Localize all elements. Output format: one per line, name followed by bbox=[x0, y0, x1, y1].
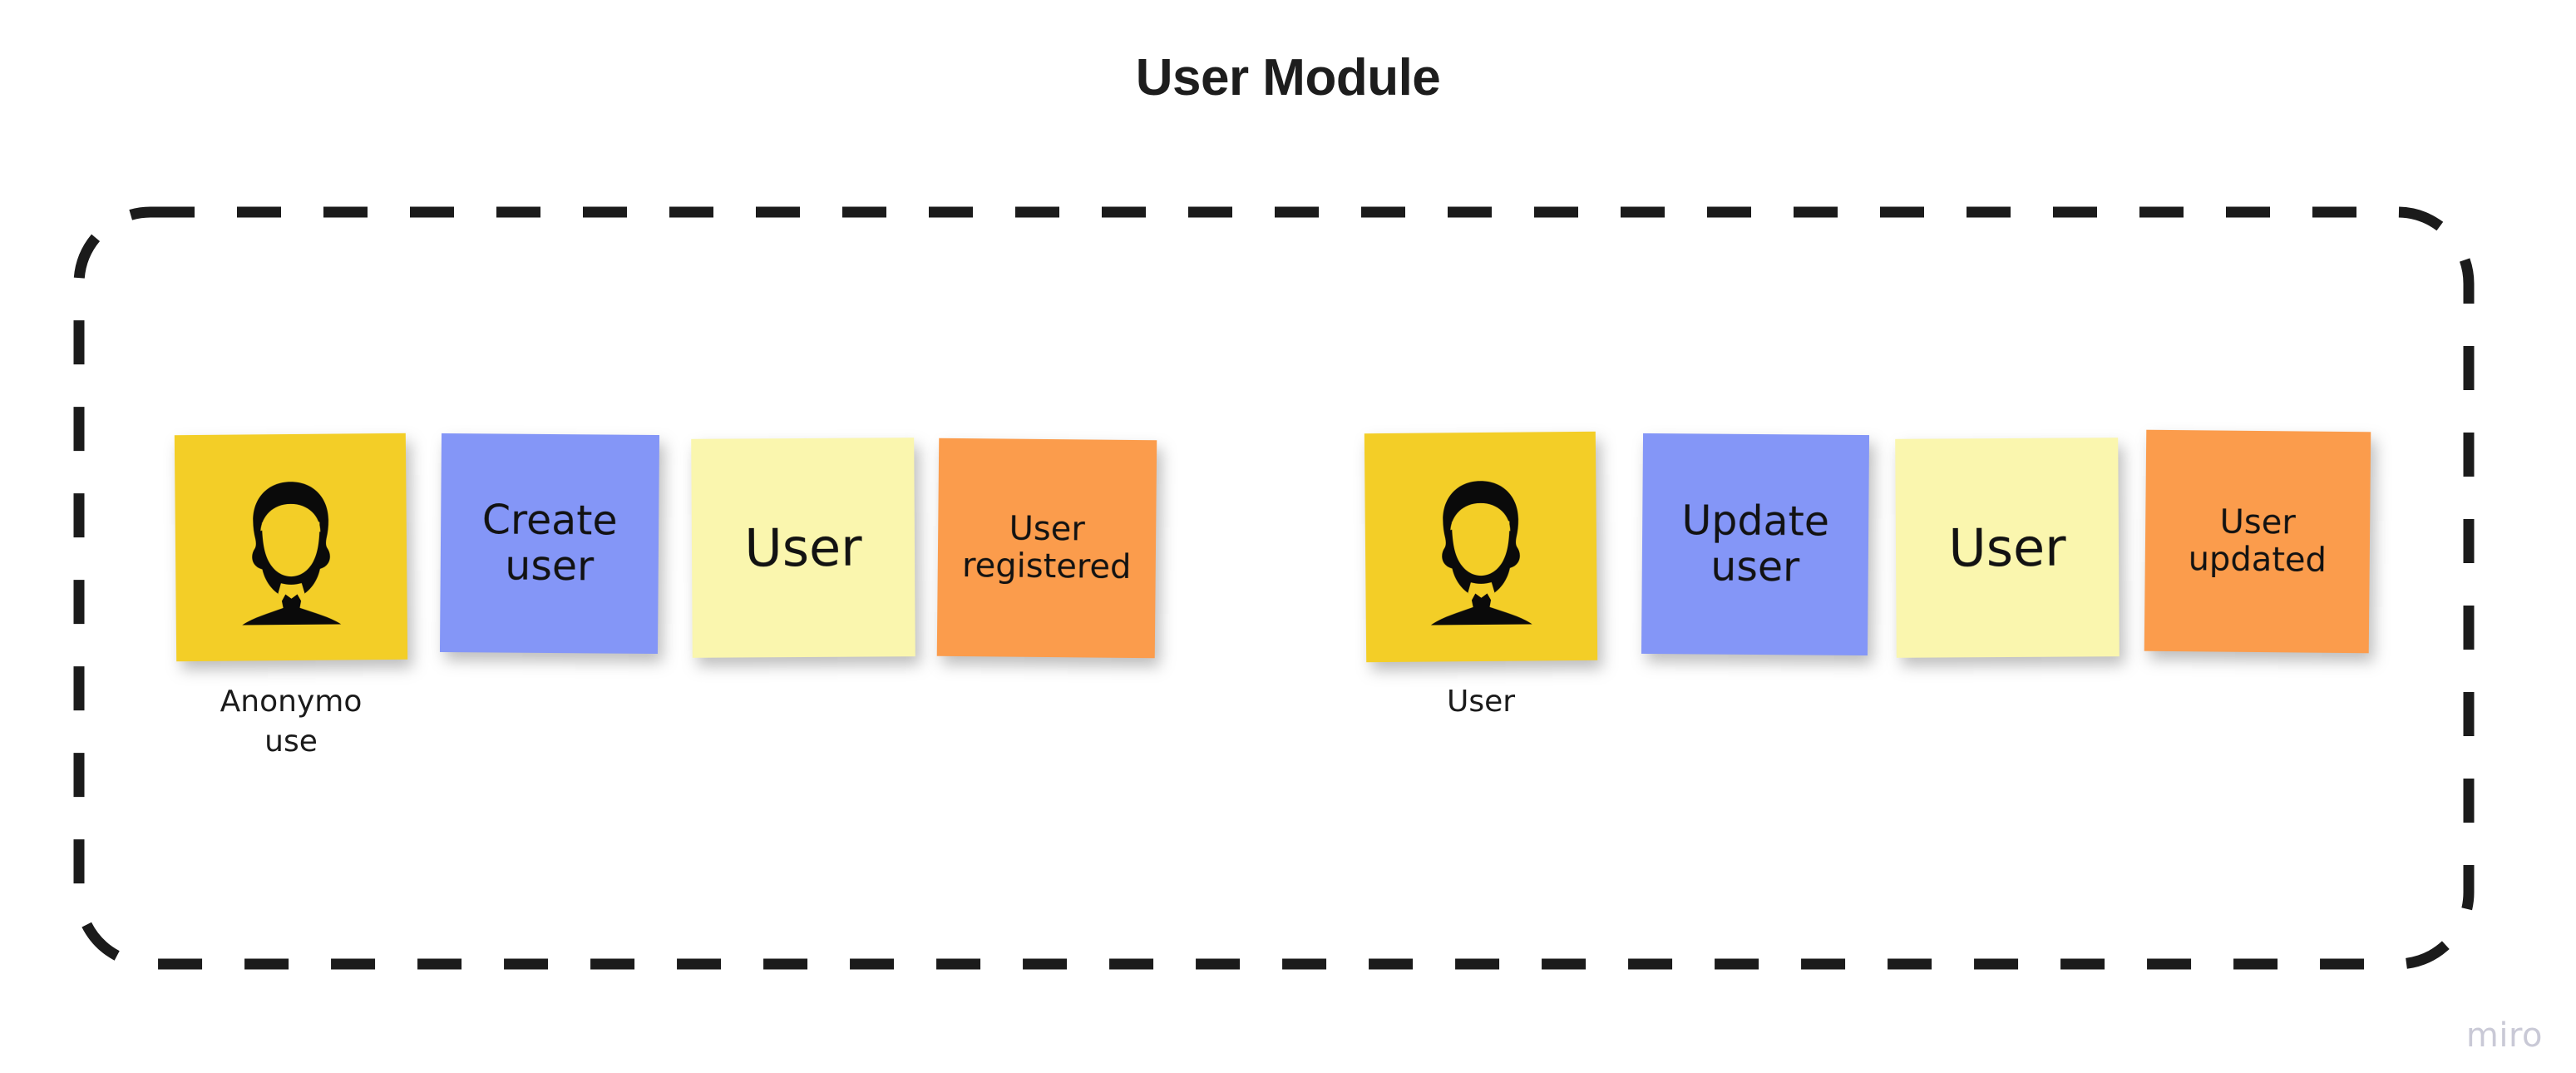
event-sticky-user-registered[interactable]: User registered bbox=[936, 438, 1157, 659]
actor-caption-user: User bbox=[1446, 685, 1516, 719]
actor-sticky-user[interactable] bbox=[1364, 431, 1598, 663]
aggregate-sticky-user-1[interactable]: User bbox=[691, 438, 915, 658]
command-sticky-update-user[interactable]: Update user bbox=[1641, 433, 1870, 656]
command-sticky-create-user[interactable]: Create user bbox=[439, 433, 660, 655]
event-sticky-user-updated[interactable]: User updated bbox=[2144, 429, 2371, 654]
user-avatar-icon bbox=[225, 481, 359, 626]
aggregate-label-user-2: User bbox=[1948, 517, 2066, 579]
command-label-create-user: Create user bbox=[481, 495, 618, 590]
miro-watermark: miro bbox=[2465, 1016, 2543, 1055]
actor-caption-anonymous-user: Anonymo use bbox=[220, 685, 363, 759]
actor-sticky-anonymous-user[interactable] bbox=[174, 433, 408, 662]
aggregate-label-user-1: User bbox=[744, 517, 862, 579]
command-label-update-user: Update user bbox=[1681, 496, 1830, 591]
event-label-user-registered: User registered bbox=[961, 509, 1132, 586]
event-label-user-updated: User updated bbox=[2188, 502, 2327, 580]
user-avatar-icon bbox=[1415, 481, 1549, 626]
page-title: User Module bbox=[1135, 49, 1441, 106]
aggregate-sticky-user-2[interactable]: User bbox=[1895, 438, 2120, 658]
